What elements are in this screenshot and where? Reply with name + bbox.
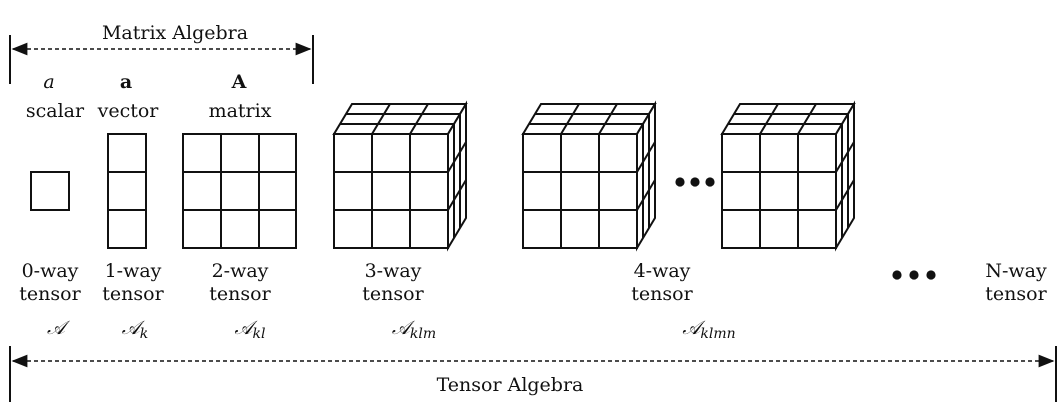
- ellipsis-dot: [892, 270, 902, 280]
- tensor-2-line1: 2-way: [212, 260, 269, 282]
- tensor-1-line2: tensor: [102, 283, 164, 305]
- ellipsis-dot: [690, 177, 700, 187]
- four-way-tensor-cube-b: [720, 100, 856, 252]
- matrix-algebra-label: Matrix Algebra: [102, 22, 248, 44]
- cube-grid-line: [636, 141, 656, 173]
- cube-front-face: [522, 133, 638, 249]
- matrix-bracket-label-bg: [90, 20, 260, 44]
- tensor-0-line2: tensor: [19, 283, 81, 305]
- symbol-row: a a A scalar vector matrix: [26, 71, 272, 122]
- tensor-3-line1: 3-way: [365, 260, 422, 282]
- vector-symbol: a: [120, 71, 132, 93]
- cube-top-face: [521, 103, 657, 135]
- cube-front-face: [333, 133, 449, 249]
- ellipsis-dots-middle: [675, 177, 715, 187]
- matrix-algebra-bracket: Matrix Algebra: [9, 20, 314, 84]
- matrix-grid: [182, 133, 297, 249]
- cube-top-face: [720, 103, 856, 135]
- cube-grid-line: [447, 179, 467, 211]
- scalar-name: scalar: [26, 100, 85, 122]
- cube-grid-line: [759, 103, 779, 135]
- ellipsis-dot: [926, 270, 936, 280]
- tensor-0-line1: 0-way: [22, 260, 79, 282]
- vector-outline: [107, 133, 147, 249]
- ellipsis-dot: [705, 177, 715, 187]
- matrix-symbol: A: [231, 71, 247, 93]
- tensor-3-line2: tensor: [362, 283, 424, 305]
- scalar-symbol: a: [43, 71, 54, 93]
- ellipsis-dot: [909, 270, 919, 280]
- tensor-3-notation: 𝒜klm: [392, 317, 436, 342]
- tensor-n-line2: tensor: [985, 283, 1047, 305]
- cube-grid-line: [835, 179, 855, 211]
- tensor-2-line2: tensor: [209, 283, 271, 305]
- tensor-algebra-label: Tensor Algebra: [437, 374, 584, 396]
- notation-row: 𝒜 𝒜k 𝒜kl 𝒜klm 𝒜klmn: [47, 317, 736, 342]
- matrix-name: matrix: [209, 100, 272, 122]
- vector-column: [107, 133, 147, 249]
- cube-top-face: [332, 103, 468, 135]
- three-way-tensor-cube: [332, 100, 468, 252]
- tensor-1-notation: 𝒜k: [122, 317, 148, 342]
- cube-grid-line: [636, 179, 656, 211]
- tensor-4-line2: tensor: [631, 283, 693, 305]
- cube-grid-line: [409, 103, 429, 135]
- cube-grid-line: [447, 141, 467, 173]
- tensor-4-line1: 4-way: [634, 260, 691, 282]
- tensor-1-line1: 1-way: [105, 260, 162, 282]
- cube-front-face: [721, 133, 837, 249]
- tensor-n-line1: N-way: [985, 260, 1047, 282]
- vector-name: vector: [97, 100, 160, 122]
- matrix-outline: [182, 133, 297, 249]
- tensor-2-notation: 𝒜kl: [235, 317, 266, 342]
- cube-grid-line: [560, 103, 580, 135]
- scalar-square: [30, 171, 70, 211]
- cube-grid-line: [598, 103, 618, 135]
- cube-grid-line: [835, 141, 855, 173]
- tensor-algebra-bracket: Tensor Algebra: [9, 346, 1057, 402]
- cube-grid-line: [371, 103, 391, 135]
- tensor-4-notation: 𝒜klmn: [682, 317, 735, 342]
- four-way-tensor-cube-a: [521, 100, 657, 252]
- cube-grid-line: [797, 103, 817, 135]
- ellipsis-dots-right: [892, 270, 936, 280]
- ellipsis-dot: [675, 177, 685, 187]
- tensor-labels: 0-way tensor 1-way tensor 2-way tensor 3…: [19, 260, 1047, 305]
- tensor-0-notation: 𝒜: [47, 317, 71, 339]
